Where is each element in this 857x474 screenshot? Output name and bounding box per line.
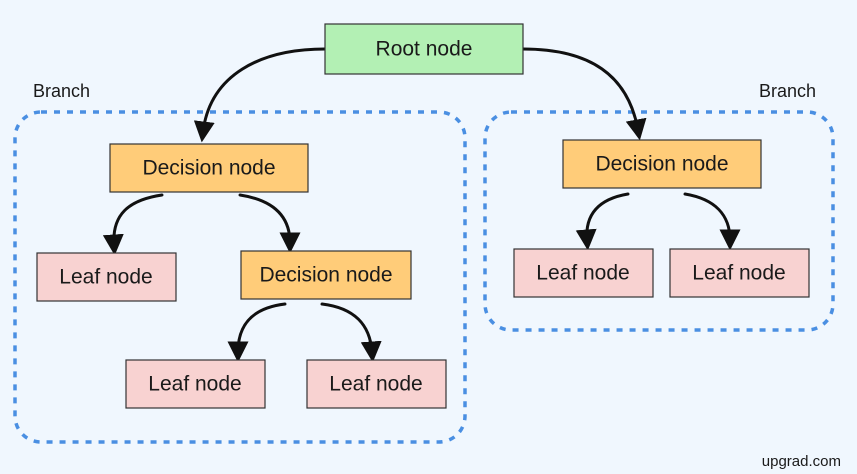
- left-sub-decision-node-box: [240, 250, 412, 300]
- root-node-label: Root node: [376, 38, 473, 61]
- right-leaf-node-a-label: Leaf node: [536, 262, 629, 285]
- right-leaf-node-a: Leaf node: [513, 248, 654, 298]
- edge-root-to-left-decision: [193, 47, 327, 143]
- left-leaf-node: Leaf node: [36, 252, 177, 302]
- left-decision-node: Decision node: [109, 143, 309, 193]
- left-sub-leaf-node-b-label: Leaf node: [329, 373, 422, 396]
- source-credit: upgrad.com: [762, 453, 841, 470]
- edge-root-to-right-decision: [521, 47, 647, 141]
- root-node: Root node: [324, 23, 524, 75]
- branch-left-container: [13, 110, 467, 444]
- right-decision-node-box: [562, 139, 762, 189]
- edge-right-decision-to-leaf-b: [683, 192, 741, 251]
- right-leaf-node-b-label: Leaf node: [692, 262, 785, 285]
- right-decision-node-label: Decision node: [595, 153, 728, 176]
- edge-left-decision-to-sub-decision: [238, 193, 301, 254]
- left-sub-decision-node: Decision node: [240, 250, 412, 300]
- left-leaf-node-box: [36, 252, 177, 302]
- left-decision-node-box: [109, 143, 309, 193]
- edge-sub-decision-to-leaf-b: [320, 302, 382, 363]
- right-leaf-node-a-box: [513, 248, 654, 298]
- right-leaf-node-b: Leaf node: [669, 248, 810, 298]
- left-sub-leaf-node-a: Leaf node: [125, 359, 266, 409]
- root-node-box: [324, 23, 524, 75]
- left-sub-leaf-node-b-box: [306, 359, 447, 409]
- edge-sub-decision-to-leaf-a: [227, 302, 287, 363]
- edges: [102, 47, 741, 363]
- left-decision-node-label: Decision node: [142, 157, 275, 180]
- left-sub-leaf-node-b: Leaf node: [306, 359, 447, 409]
- branch-right-label: Branch: [759, 81, 816, 101]
- branch-right-container: [483, 110, 835, 332]
- right-decision-node: Decision node: [562, 139, 762, 189]
- left-leaf-node-label: Leaf node: [59, 266, 152, 289]
- edge-left-decision-to-leaf: [102, 193, 164, 256]
- edge-right-decision-to-leaf-a: [575, 192, 630, 251]
- left-sub-leaf-node-a-label: Leaf node: [148, 373, 241, 396]
- branch-left-label: Branch: [33, 81, 90, 101]
- left-sub-leaf-node-a-box: [125, 359, 266, 409]
- right-leaf-node-b-box: [669, 248, 810, 298]
- left-sub-decision-node-label: Decision node: [259, 264, 392, 287]
